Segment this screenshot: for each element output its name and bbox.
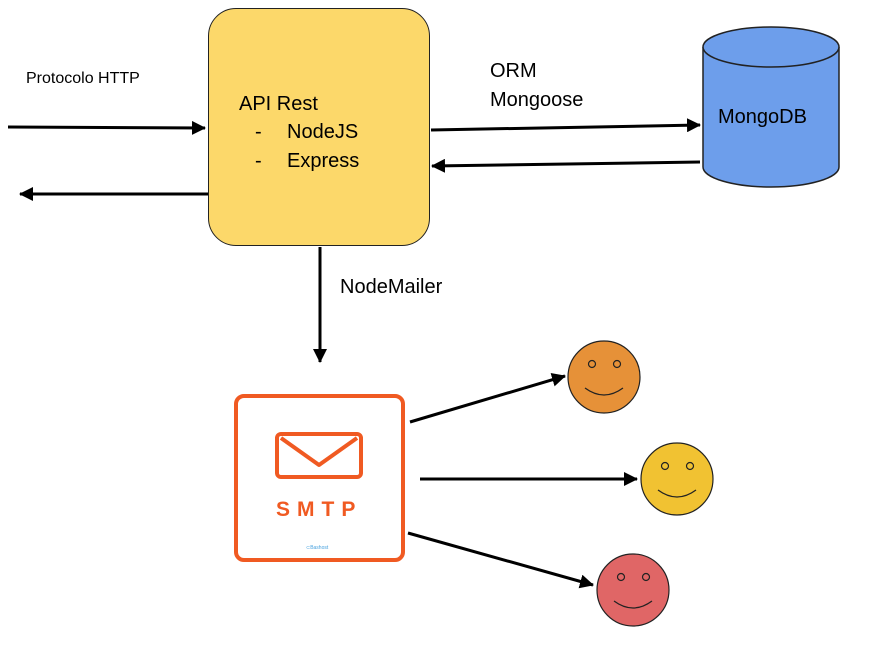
orm-label-line-1: ORM: [490, 60, 537, 82]
mongodb-label: MongoDB: [718, 106, 807, 128]
api-rest-title: API Rest: [239, 93, 318, 115]
list-marker: -: [255, 121, 262, 143]
smtp-brand-label: ⊂Bashost: [306, 545, 329, 551]
smiley-face-icon: [567, 340, 641, 414]
orm-query-arrow: [430, 118, 701, 133]
list-marker: -: [255, 150, 262, 172]
api-rest-box: API Rest - NodeJS - Express: [208, 8, 430, 246]
orm-result-arrow: [431, 158, 701, 173]
smtp-label: SMTP: [276, 498, 363, 521]
api-stack-item-label: NodeJS: [287, 121, 359, 143]
orm-label: ORM Mongoose: [490, 57, 583, 115]
api-stack-item: - NodeJS: [255, 121, 358, 144]
http-request-arrow: [7, 120, 206, 135]
envelope-icon: [275, 432, 363, 479]
smiley-face-icon: [640, 442, 714, 516]
recipient-1-arrow: [409, 372, 566, 424]
orm-label-line-2: Mongoose: [490, 89, 584, 111]
http-protocol-label: Protocolo HTTP: [26, 70, 140, 87]
recipient-3-arrow: [407, 531, 594, 589]
api-stack-item: - Express: [255, 150, 359, 173]
nodemailer-label: NodeMailer: [340, 276, 443, 298]
smtp-logo: [234, 394, 405, 562]
api-stack-item-label: Express: [287, 150, 360, 172]
mongodb-cylinder: [702, 26, 840, 188]
smiley-face-icon: [596, 553, 670, 627]
